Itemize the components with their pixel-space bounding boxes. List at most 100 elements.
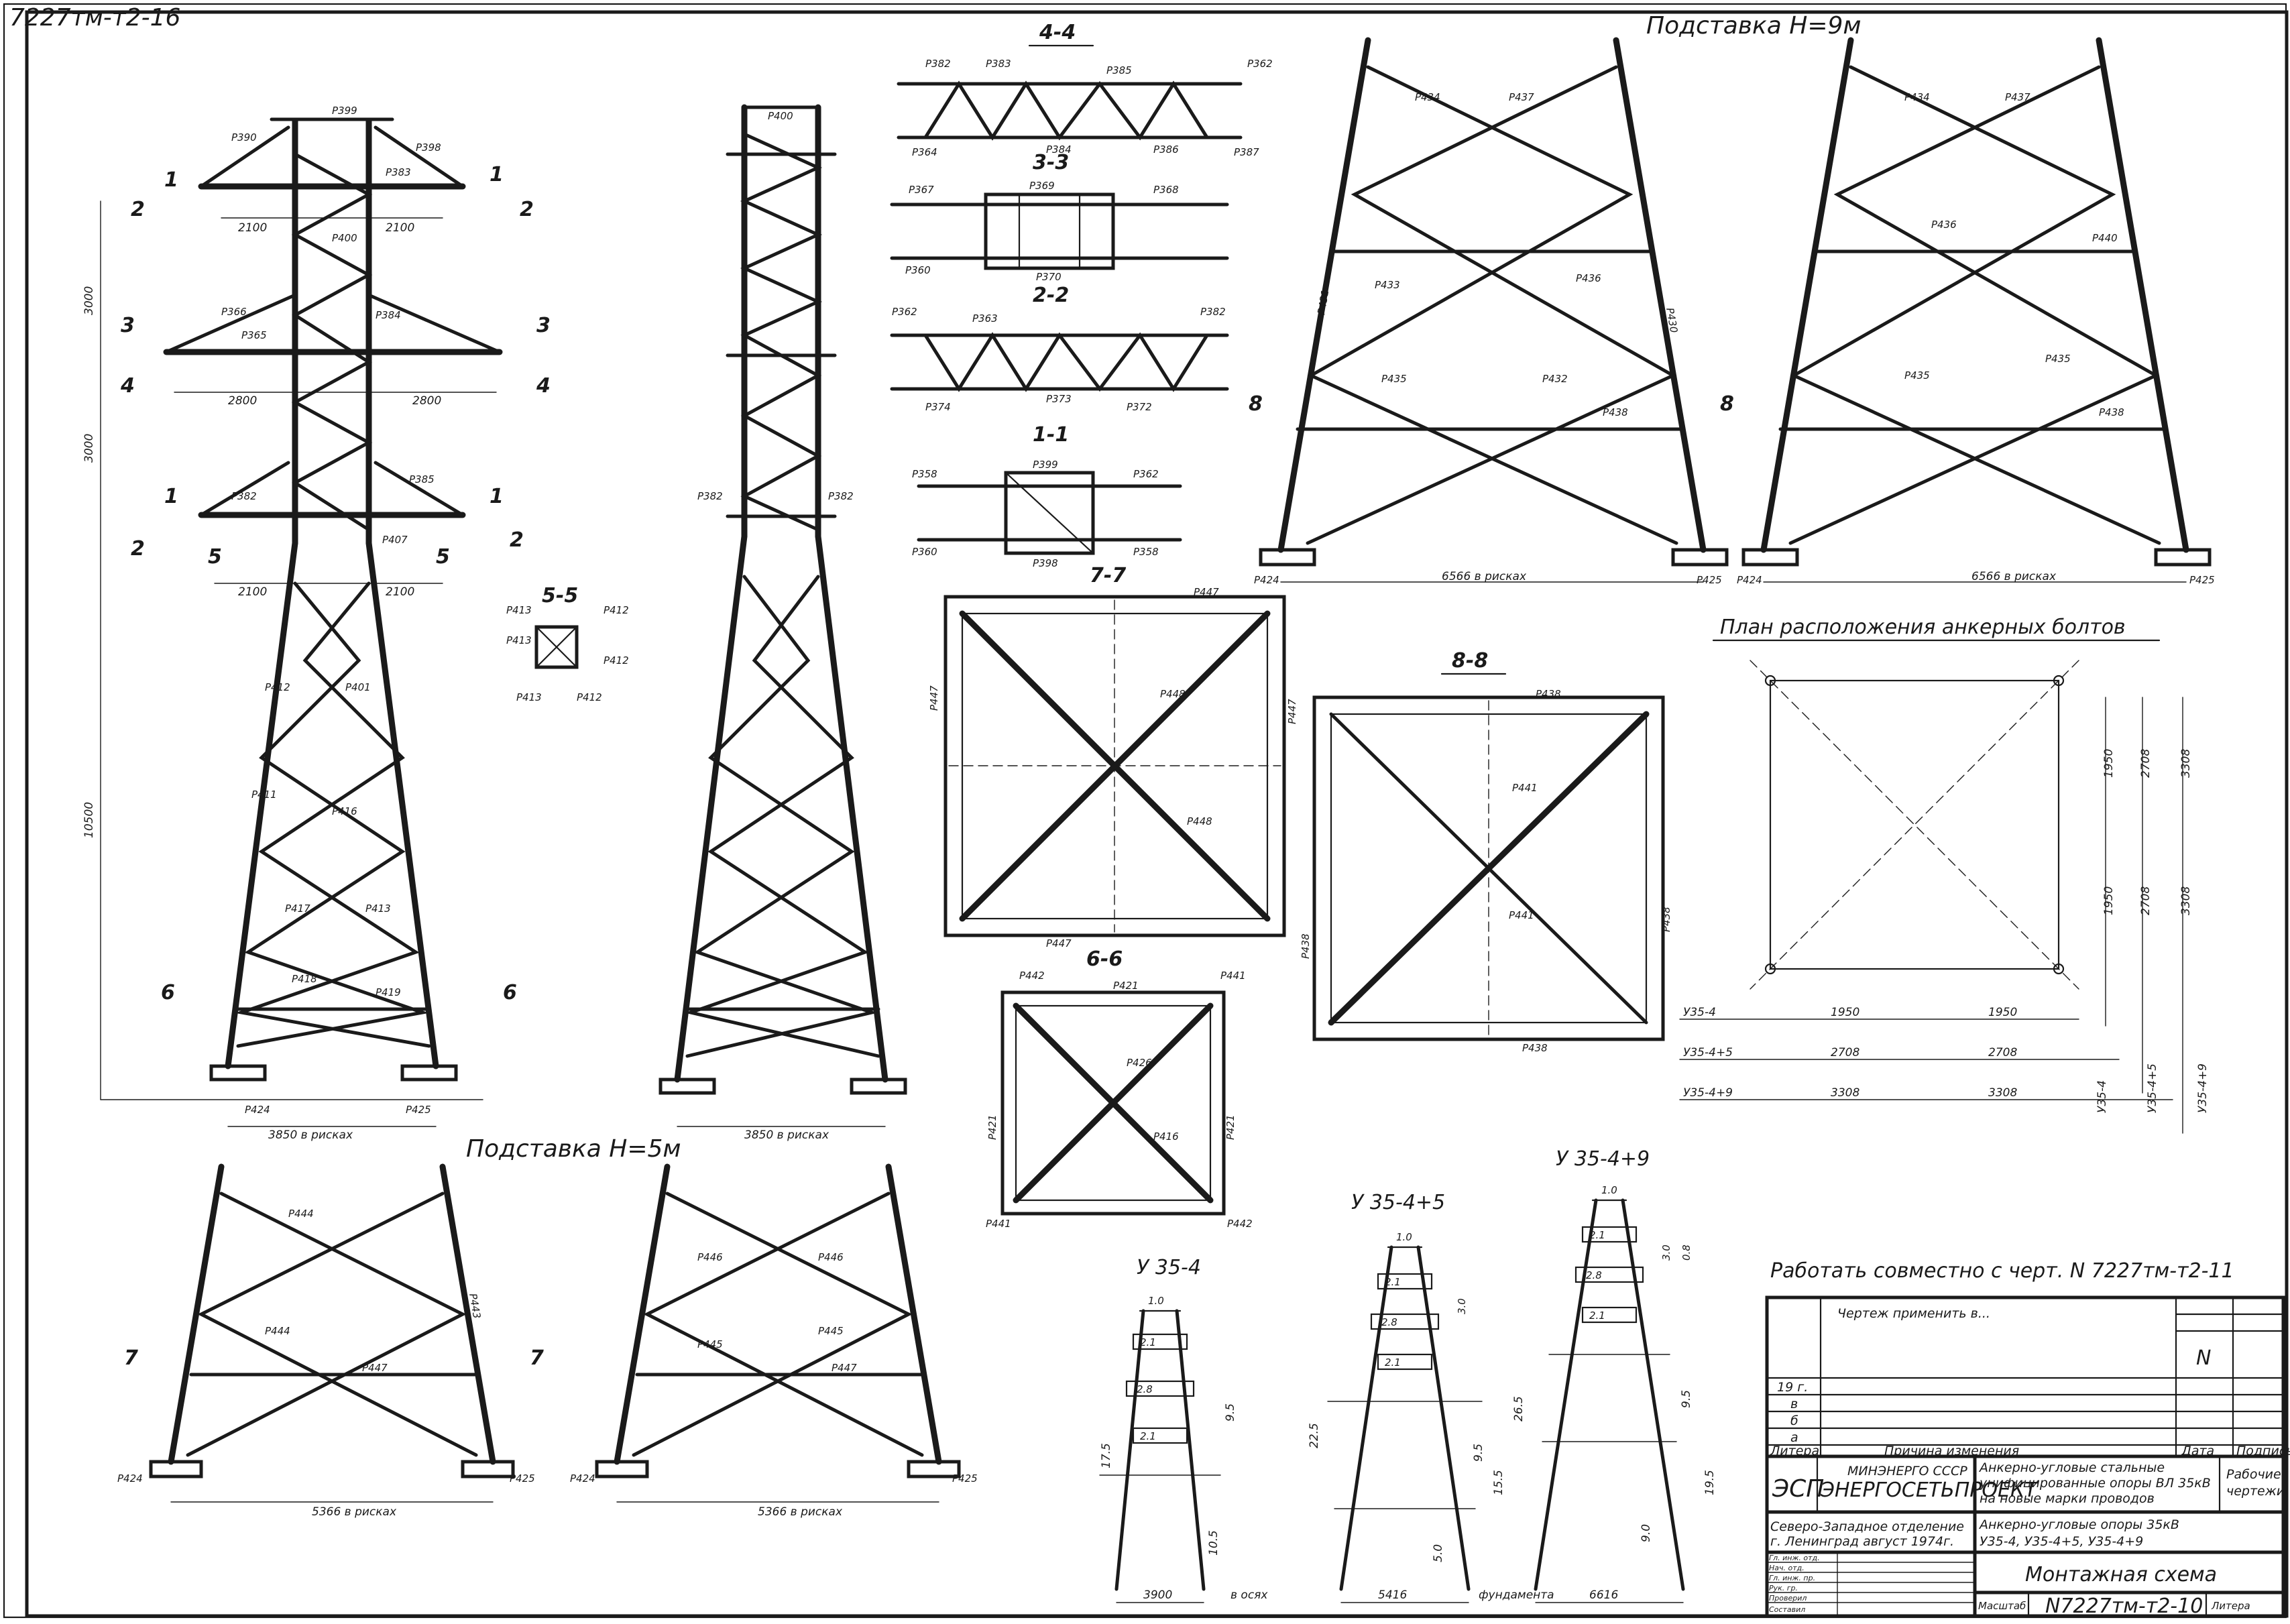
svg-text:Р400: Р400 [332,232,357,244]
section-5-5: 5-5 Р413 Р412 Р413 Р412 Р413 Р412 [506,584,629,703]
base-9m: Подставка Н=9м 6566 в рисках Р434 Р437 Р… [1249,12,2215,586]
svg-text:г. Ленинград август 1974г: г. Ленинград август 1974г. [1770,1534,1954,1549]
svg-text:1: 1 [164,168,178,192]
svg-text:Р369: Р369 [1029,180,1055,192]
svg-text:Р447: Р447 [928,685,940,711]
svg-text:Р425: Р425 [2189,574,2215,586]
anchor-plan-title: План расположения анкерных болтов [1720,616,2126,639]
svg-text:2708: 2708 [1988,1046,2017,1059]
svg-text:Р424: Р424 [117,1472,143,1485]
scheme-2-title: У 35-4+5 [1351,1191,1445,1214]
svg-text:Р433: Р433 [1375,279,1400,291]
svg-text:15.5: 15.5 [1492,1470,1505,1495]
svg-text:1.0: 1.0 [1601,1184,1617,1196]
svg-text:Р444: Р444 [265,1325,290,1337]
svg-text:Р438: Р438 [1300,933,1312,959]
svg-text:9.5: 9.5 [1472,1444,1485,1462]
svg-text:Р412: Р412 [604,654,629,666]
svg-text:Р447: Р447 [1194,586,1219,598]
svg-text:Р412: Р412 [577,691,602,703]
svg-text:7: 7 [530,1346,544,1370]
section-1-1-title: 1-1 [1033,423,1069,447]
svg-text:Проверил: Проверил [1769,1594,1807,1603]
svg-text:Р448: Р448 [1160,688,1186,700]
svg-text:Р386: Р386 [1153,143,1179,156]
svg-text:Р447: Р447 [832,1362,857,1374]
title-sheet-name: Монтажная схема [2025,1563,2217,1586]
svg-text:Р425: Р425 [952,1472,978,1485]
base-5m: Подставка Н=5м 5366 в рисках Р444 Р443 Р… [117,1135,978,1519]
svg-text:2.1: 2.1 [1140,1430,1156,1442]
svg-text:8: 8 [1720,392,1734,416]
svg-text:Р399: Р399 [332,105,357,117]
section-7-7: 7-7 Р447 Р448 Р447 Р448 Р447 Р447 [928,564,1298,949]
section-3-3-title: 3-3 [1033,151,1069,174]
svg-text:Р382: Р382 [231,490,257,502]
base-9m-dim-right: 6566 в рисках [1971,570,2057,583]
svg-text:Р437: Р437 [2005,91,2030,103]
svg-text:Р362: Р362 [892,306,917,318]
svg-text:Р425: Р425 [1697,574,1722,586]
scheme-3-title: У 35-4+9 [1556,1147,1650,1171]
title-ministry: МИНЭНЕРГО СССР [1847,1464,1967,1478]
dim-arm-low-right: 2100 [386,585,414,599]
section-3-3: 3-3 Р367 Р369 Р368 Р370 Р360 [890,151,1229,283]
svg-text:Р441: Р441 [986,1218,1011,1230]
svg-text:Р442: Р442 [1019,970,1045,982]
svg-text:1950: 1950 [2102,749,2116,778]
svg-text:9.5: 9.5 [1680,1390,1693,1408]
svg-text:Р444: Р444 [288,1208,314,1220]
svg-text:2.1: 2.1 [1589,1229,1605,1241]
svg-text:У35-4+9: У35-4+9 [2196,1063,2210,1113]
svg-text:Р398: Р398 [416,141,441,154]
dim-vertical-mid: 3000 [82,434,96,463]
svg-text:5: 5 [208,545,222,569]
svg-text:1950: 1950 [1831,1006,1859,1019]
svg-text:Р441: Р441 [1220,970,1246,982]
svg-text:Р447: Р447 [1286,699,1298,724]
svg-text:19 г.: 19 г. [1777,1380,1808,1395]
svg-text:Р373: Р373 [1046,393,1072,405]
svg-text:У35-4, У35-4+5, У35-4+9: У35-4, У35-4+5, У35-4+9 [1980,1534,2143,1549]
svg-text:Р382: Р382 [925,58,951,70]
svg-text:1950: 1950 [1988,1006,2017,1019]
svg-text:Р370: Р370 [1036,271,1062,283]
svg-text:Р441: Р441 [1512,782,1538,794]
svg-text:Р438: Р438 [2099,406,2124,418]
svg-text:Р365: Р365 [241,329,267,341]
svg-text:Р421: Р421 [1224,1114,1237,1140]
base-9m-title: Подставка Н=9м [1646,12,1862,40]
document-number-corner: 7227тм-т2-16 [9,4,180,32]
section-6-6-title: 6-6 [1086,947,1123,971]
svg-text:17.5: 17.5 [1100,1443,1113,1468]
svg-text:3308: 3308 [2179,886,2193,915]
svg-text:3: 3 [536,314,551,337]
title-note: Работать совместно с черт. N 7227тм-т2-1… [1770,1259,2234,1283]
scheme-u35-4-9: У 35-4+9 1.0 26.5 19.5 9.5 9.0 2.1 2.8 2… [1512,1147,1717,1603]
svg-text:Р436: Р436 [1931,219,1957,231]
svg-text:Р442: Р442 [1227,1218,1253,1230]
svg-text:Р441: Р441 [1509,909,1534,921]
svg-text:чертежи: чертежи [2226,1484,2285,1499]
scheme-u35-4: У 35-4 1.0 17.5 10.5 9.5 2.1 2.8 2.1 390… [1099,1256,1237,1603]
svg-text:2708: 2708 [2139,749,2153,778]
title-hdr-sign: Подпись [2236,1444,2290,1458]
svg-text:Р358: Р358 [1133,546,1159,558]
svg-text:У35-4: У35-4 [2096,1080,2109,1113]
svg-text:Р440: Р440 [2092,232,2118,244]
svg-text:2: 2 [510,528,524,552]
svg-text:Р372: Р372 [1127,401,1152,413]
svg-text:Р382: Р382 [828,490,854,502]
svg-text:2: 2 [131,198,145,221]
section-2-2-title: 2-2 [1033,284,1069,307]
svg-text:Р438: Р438 [1660,907,1672,932]
svg-text:2.8: 2.8 [1137,1383,1153,1395]
svg-text:Р383: Р383 [986,58,1011,70]
scheme-foot-axes: в осях [1230,1588,1268,1602]
svg-text:Анкерно-угловые стальные: Анкерно-угловые стальные [1978,1460,2165,1475]
dim-tower-side-base: 3850 в рисках [744,1128,829,1142]
tower-elevation-side: 3850 в рисках Р400 Р382 Р382 [659,104,907,1142]
svg-text:3.0: 3.0 [1660,1244,1672,1261]
base-9m-dim-left: 6566 в рисках [1442,570,1527,583]
